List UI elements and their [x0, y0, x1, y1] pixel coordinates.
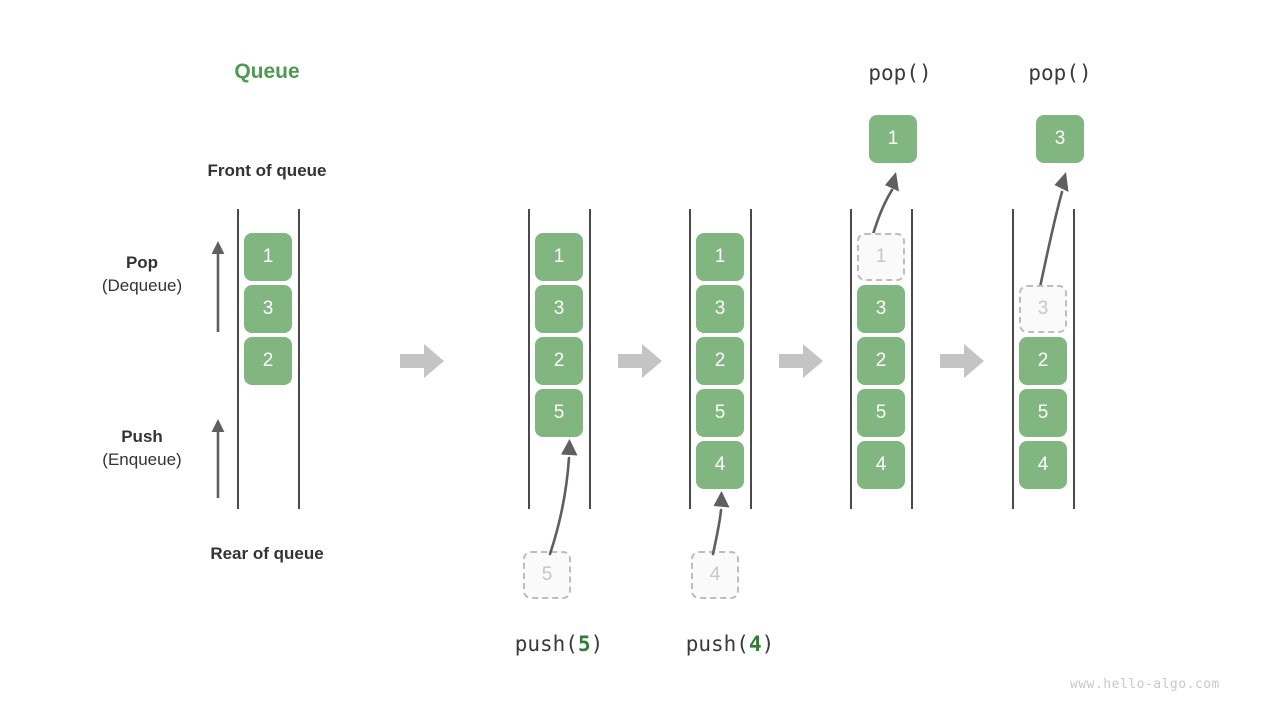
caption-arg: 4: [748, 632, 762, 656]
push-insert-arrow-icon: [548, 439, 578, 556]
push-label-line1: Push: [121, 427, 163, 446]
queue-cell: 2: [1019, 337, 1067, 385]
stage-header-pop-2: pop(): [1028, 61, 1092, 85]
queue-rail-right: [1073, 209, 1075, 509]
queue-cell: 3: [244, 285, 292, 333]
pop-direction-arrow-icon: [211, 241, 225, 332]
queue-rail-left: [1012, 209, 1014, 509]
caption-suffix: ): [590, 632, 604, 656]
push-enqueue-label: Push (Enqueue): [52, 426, 232, 472]
rear-of-queue-label: Rear of queue: [210, 544, 324, 563]
queue-cell-new: 5: [535, 389, 583, 437]
watermark: www.hello-algo.com: [1070, 677, 1220, 692]
push-direction-arrow-icon: [211, 419, 225, 498]
stage-caption-push-5: push(5): [479, 632, 639, 656]
popped-element: 1: [869, 115, 917, 163]
incoming-element-ghost: 5: [523, 551, 571, 599]
queue-cell: 2: [535, 337, 583, 385]
queue-rail-left: [237, 209, 239, 509]
incoming-element-ghost: 4: [691, 551, 739, 599]
caption-prefix: push(: [685, 632, 749, 656]
queue-cell: 1: [535, 233, 583, 281]
flow-arrow-icon: [779, 344, 823, 378]
queue-rail-right: [298, 209, 300, 509]
page-title: Queue: [234, 60, 300, 83]
queue-rail-left: [528, 209, 530, 509]
caption-prefix: push(: [514, 632, 578, 656]
stage-caption-push-4: push(4): [650, 632, 810, 656]
caption-suffix: ): [761, 632, 775, 656]
queue-cell: 5: [696, 389, 744, 437]
queue-cell: 4: [857, 441, 905, 489]
pop-label-line1: Pop: [125, 253, 159, 272]
pop-remove-arrow-icon: [1036, 172, 1069, 298]
queue-cell: 3: [857, 285, 905, 333]
queue-cell: 5: [1019, 389, 1067, 437]
queue-rail-right: [750, 209, 752, 509]
push-insert-arrow-icon: [711, 491, 730, 556]
queue-rail-left: [850, 209, 852, 509]
stage-header-pop-1: pop(): [868, 61, 932, 85]
queue-cell-new: 4: [696, 441, 744, 489]
caption-arg: 5: [577, 632, 591, 656]
queue-cell: 3: [696, 285, 744, 333]
queue-cell-removed-ghost: 3: [1019, 285, 1067, 333]
queue-cell: 1: [244, 233, 292, 281]
queue-cell-removed-ghost: 1: [857, 233, 905, 281]
queue-rail-right: [911, 209, 913, 509]
flow-arrow-icon: [940, 344, 984, 378]
queue-rail-left: [689, 209, 691, 509]
queue-cell: 2: [696, 337, 744, 385]
popped-element: 3: [1036, 115, 1084, 163]
flow-arrow-icon: [400, 344, 444, 378]
pop-label-line2: (Dequeue): [101, 275, 183, 295]
queue-cell: 4: [1019, 441, 1067, 489]
pop-dequeue-label: Pop (Dequeue): [52, 252, 232, 298]
push-label-line2: (Enqueue): [102, 449, 182, 469]
flow-arrow-icon: [618, 344, 662, 378]
queue-cell: 2: [244, 337, 292, 385]
queue-rail-right: [589, 209, 591, 509]
queue-cell: 2: [857, 337, 905, 385]
front-of-queue-label: Front of queue: [207, 161, 327, 180]
queue-cell: 1: [696, 233, 744, 281]
queue-cell: 5: [857, 389, 905, 437]
queue-cell: 3: [535, 285, 583, 333]
